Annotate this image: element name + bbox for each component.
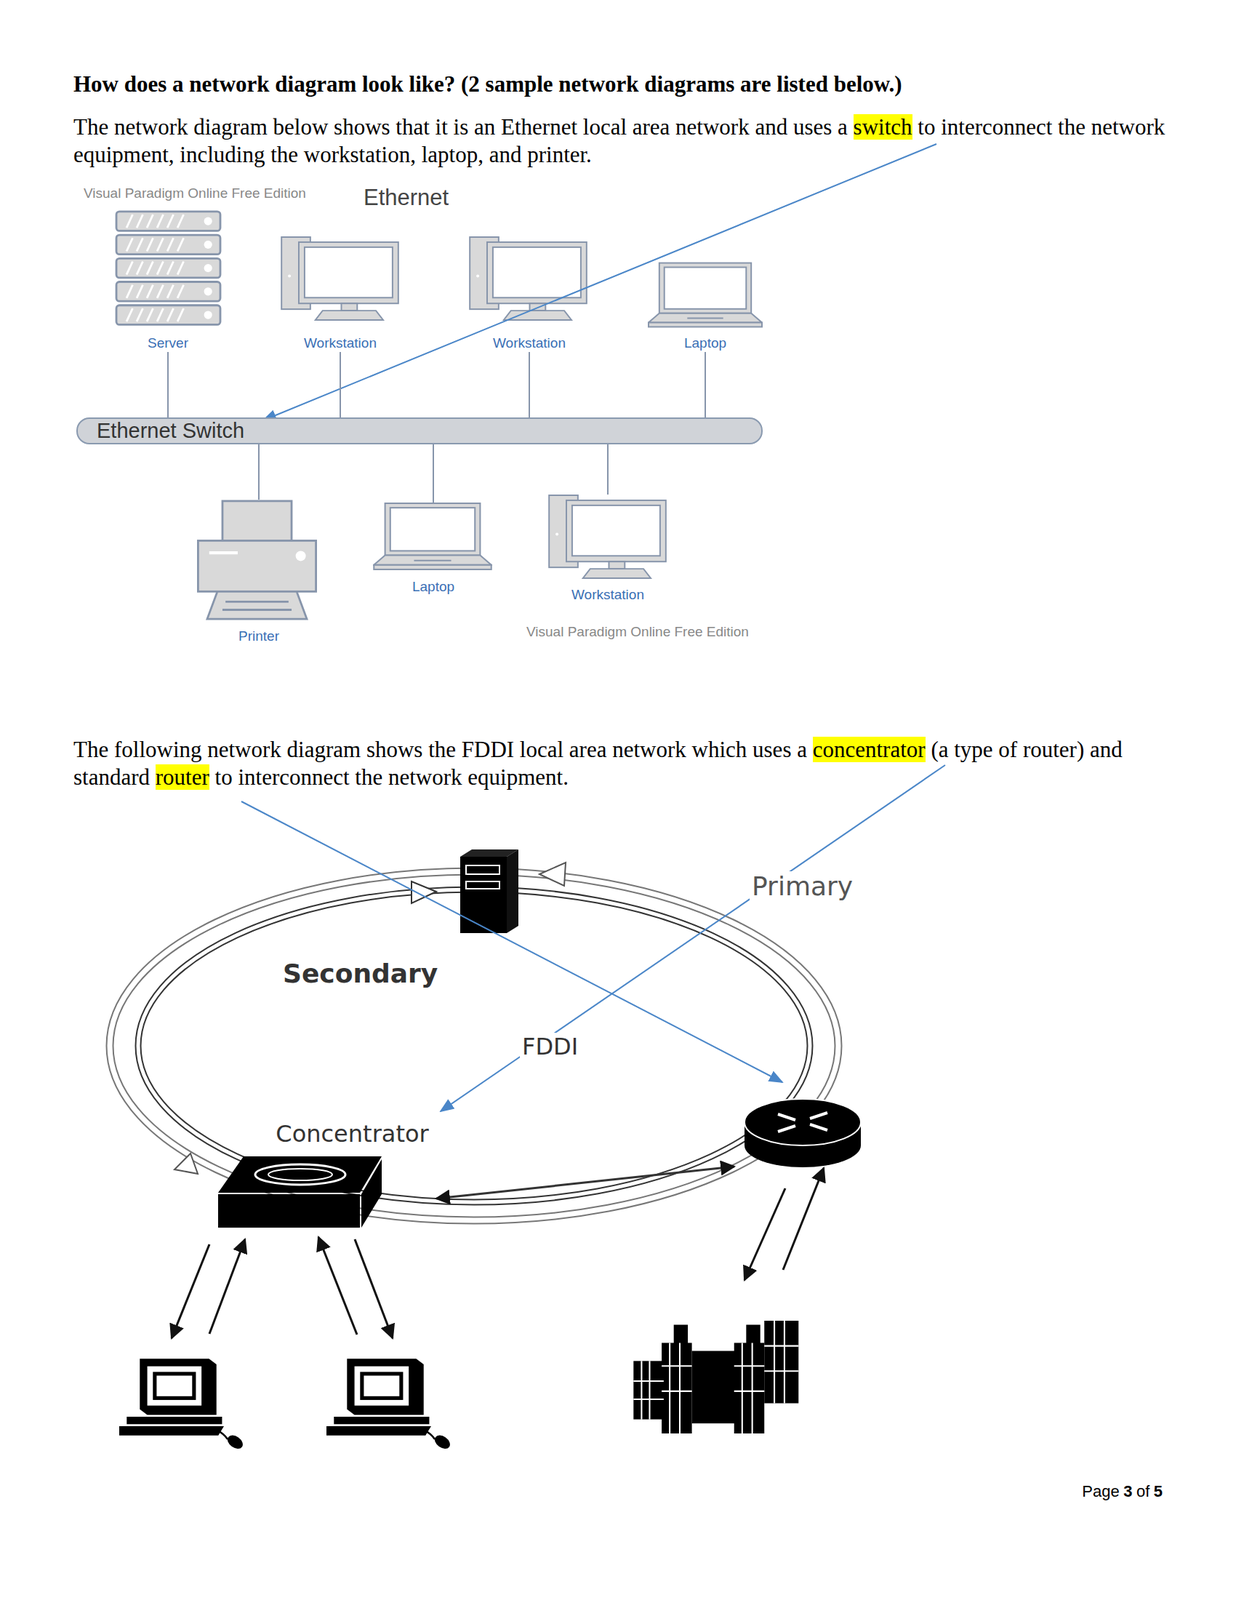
network-link xyxy=(528,351,531,418)
network-link xyxy=(704,351,706,418)
page-heading: How does a network diagram look like? (2… xyxy=(73,71,1172,98)
node-label: Concentrator xyxy=(273,1121,431,1147)
paragraph: The network diagram below shows that it … xyxy=(73,113,1172,169)
page-number: of xyxy=(1136,1481,1150,1500)
network-title: FDDI xyxy=(519,1032,581,1061)
network-link xyxy=(607,444,609,495)
concentrator-node: Concentrator xyxy=(270,1117,435,1147)
highlighted-term: concentrator xyxy=(812,736,926,762)
ring-label: Primary xyxy=(749,871,856,901)
page-number: 5 xyxy=(1153,1481,1163,1500)
node-label: Server xyxy=(145,335,191,352)
ring-label: Secondary xyxy=(280,958,440,989)
node-label: Workstation xyxy=(490,335,568,352)
laptop-node: Laptop xyxy=(643,258,768,352)
workstation-node: Workstation xyxy=(276,232,405,352)
paragraph-text: The following network diagram shows the … xyxy=(73,736,808,762)
ethernet-switch-band: Ethernet Switch xyxy=(76,417,763,445)
network-link xyxy=(167,351,169,418)
page-number: Page xyxy=(1081,1481,1119,1500)
watermark: Visual Paradigm Online Free Edition xyxy=(524,623,752,640)
paragraph-text: to interconnect the network equipment. xyxy=(215,764,569,790)
node-label: Ethernet Switch xyxy=(77,420,245,442)
workstation-node: Workstation xyxy=(465,232,594,352)
printer-node: Printer xyxy=(193,499,325,645)
node-label: Laptop xyxy=(681,335,729,352)
watermark: Visual Paradigm Online Free Edition xyxy=(81,185,309,202)
node-label: Workstation xyxy=(569,586,647,604)
page-footer: Page3of5 xyxy=(1081,1481,1163,1501)
node-label: Laptop xyxy=(410,578,457,596)
server-node: Server xyxy=(109,206,227,352)
network-link xyxy=(339,351,341,418)
page-number: 3 xyxy=(1123,1481,1133,1500)
highlighted-term: switch xyxy=(853,114,913,140)
paragraph-text: The network diagram below shows that it … xyxy=(73,114,848,140)
node-label: Workstation xyxy=(301,335,379,352)
network-link xyxy=(258,444,260,500)
paragraph: The following network diagram shows the … xyxy=(73,735,1172,792)
laptop-node: Laptop xyxy=(371,502,496,596)
network-title: Ethernet xyxy=(361,184,451,211)
node-label: Printer xyxy=(236,628,282,645)
workstation-node: Workstation xyxy=(545,494,671,604)
network-link xyxy=(432,444,435,503)
highlighted-term: router xyxy=(155,764,210,790)
